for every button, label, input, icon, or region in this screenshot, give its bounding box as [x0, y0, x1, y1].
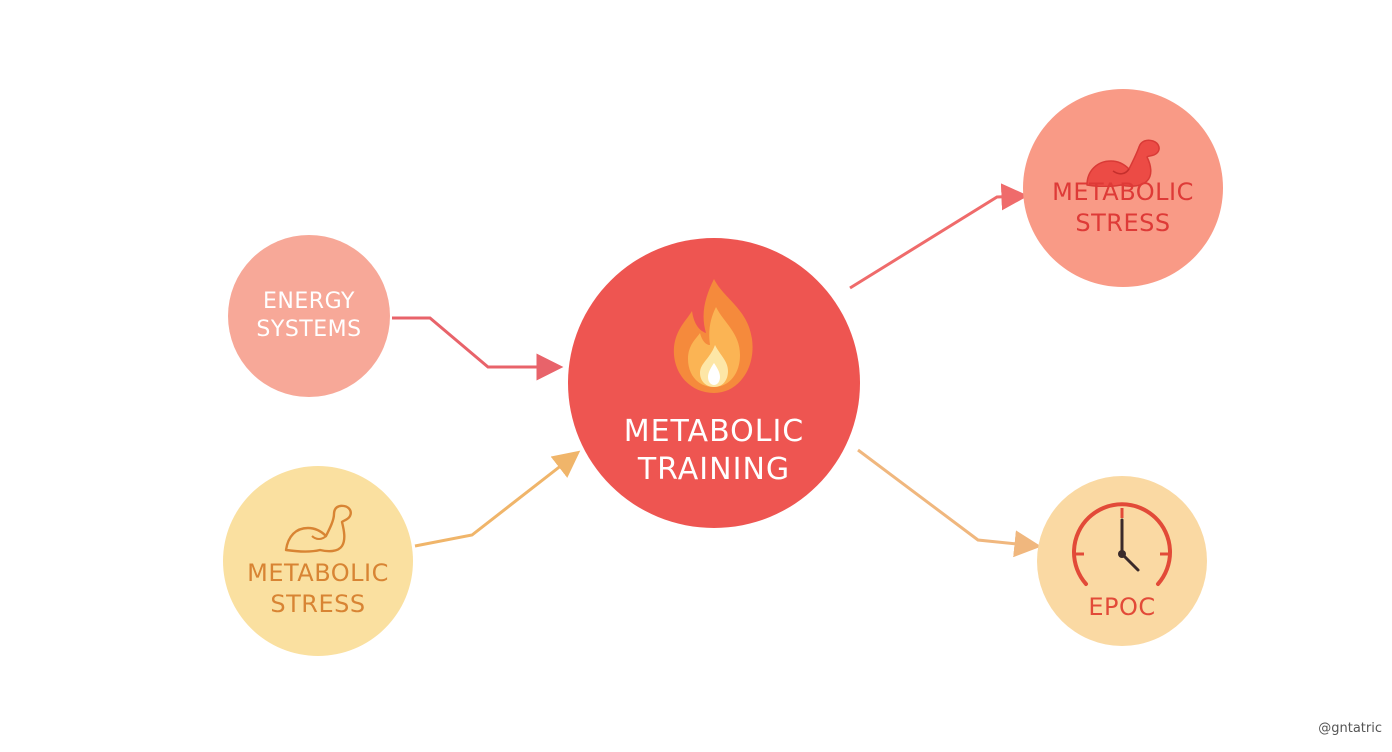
edge-training-to-epoc: [857, 448, 1042, 558]
metabolic-training-label: METABOLIC TRAINING: [623, 413, 805, 487]
edge-stress-to-training: [414, 450, 581, 548]
flexed-arm-icon: [1083, 137, 1163, 188]
metabolic-training-node: METABOLIC TRAINING: [568, 238, 860, 528]
flexed-arm-icon: [282, 502, 354, 554]
energy-systems-label: ENERGY SYSTEMS: [256, 288, 362, 342]
epoc-label: EPOC: [1088, 592, 1156, 621]
clock-icon: [1066, 500, 1178, 592]
energy-systems-node: ENERGY SYSTEMS: [228, 235, 390, 397]
metabolic-stress-right-node: METABOLIC STRESS: [1023, 89, 1223, 287]
edge-energy-to-training: [392, 316, 564, 381]
watermark: @gntatric: [1318, 721, 1382, 736]
metabolic-stress-left-node: METABOLIC STRESS: [223, 466, 413, 656]
fire-icon: [666, 277, 762, 395]
edge-training-to-stress: [849, 183, 1029, 290]
epoc-node: EPOC: [1037, 476, 1207, 646]
metabolic-stress-left-label: METABOLIC STRESS: [247, 559, 389, 618]
metabolic-stress-right-label: METABOLIC STRESS: [1052, 178, 1194, 237]
